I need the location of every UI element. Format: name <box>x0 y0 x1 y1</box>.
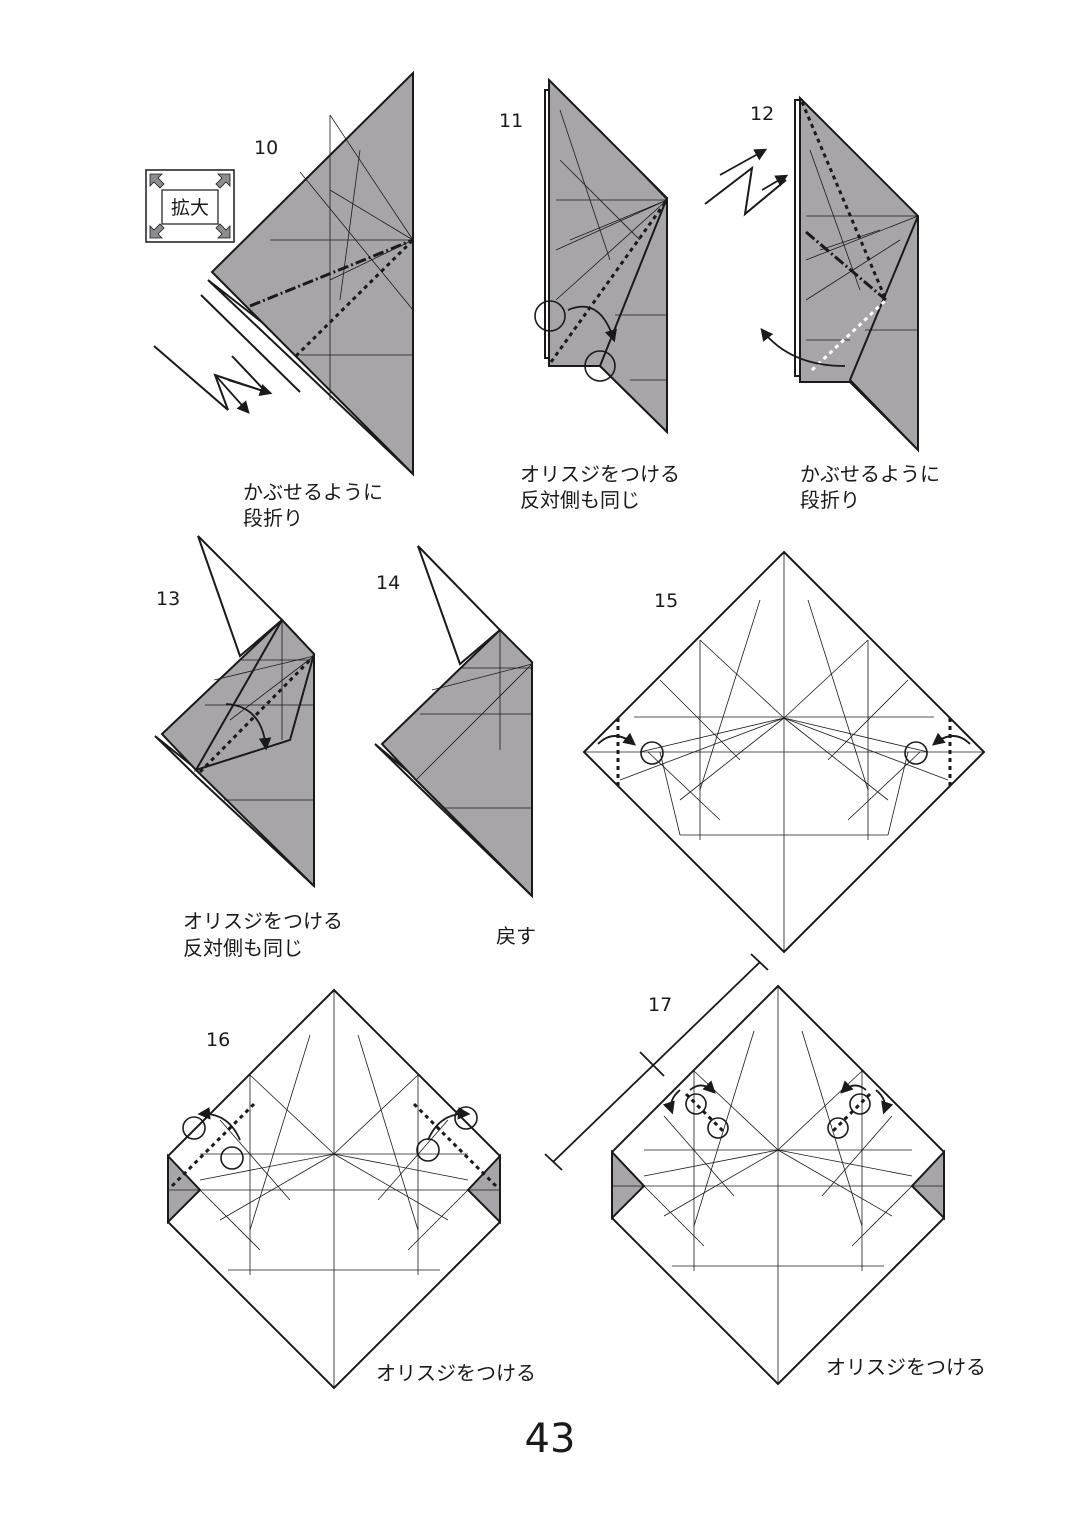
reference-point-circle <box>584 350 616 382</box>
valley-fold-line-right <box>412 1102 498 1188</box>
valley-fold-line-left <box>170 1102 256 1188</box>
caption-line-1: オリスジをつける <box>826 1355 986 1379</box>
reference-point-circle <box>416 1138 440 1162</box>
step-number: 11 <box>499 110 523 132</box>
step-16: 16 オリ <box>167 988 536 1390</box>
step-14: 14 戻す <box>374 545 536 948</box>
step-number: 15 <box>654 590 678 612</box>
step-number: 10 <box>254 137 278 159</box>
mountain-fold-line <box>805 230 887 302</box>
caption-line-1: オリスジをつける <box>183 909 343 933</box>
step-15: 15 <box>582 550 986 954</box>
page-number: 43 <box>525 1416 576 1462</box>
step-number: 16 <box>206 1029 230 1051</box>
caption-line-2: 反対側も同じ <box>520 488 640 512</box>
valley-fold-line-hidden <box>810 298 888 372</box>
caption-line-1: かぶせるように <box>243 480 383 504</box>
valley-fold-line-right <box>828 1092 872 1136</box>
valley-fold-line <box>198 654 316 774</box>
reference-point-circle <box>904 741 928 765</box>
step-number: 17 <box>648 994 672 1016</box>
folded-paper <box>380 628 533 899</box>
reference-point-circle <box>707 1117 729 1139</box>
reference-point-circle <box>182 1116 206 1140</box>
step-number: 14 <box>376 572 400 594</box>
reference-point-circle <box>849 1093 871 1115</box>
pleat-arrow-icon <box>153 345 267 411</box>
caption-line-1: オリスジをつける <box>520 462 680 486</box>
step-11: 11 オリスジをつける 反対側も同じ <box>499 77 680 512</box>
enlarge-arrows-icon <box>149 173 231 239</box>
reference-point-circle <box>685 1093 707 1115</box>
caption-line-2: 反対側も同じ <box>183 936 303 960</box>
valley-fold-line <box>549 199 669 363</box>
step-10: 拡大 10 かぶせるように 段折り <box>145 70 415 530</box>
caption-line-1: 戻す <box>496 924 536 948</box>
reference-point-circle <box>454 1106 478 1130</box>
step-13: 13 オリスジをつける 反対側も同じ <box>154 535 343 960</box>
caption-line-1: かぶせるように <box>800 462 940 486</box>
measurement-bracket <box>544 953 769 1171</box>
reference-point-circle <box>220 1146 244 1170</box>
valley-fold-line <box>800 101 888 301</box>
step-17: 17 <box>544 953 986 1386</box>
reference-point-circle <box>534 300 566 332</box>
caption-line-2: 段折り <box>243 506 303 530</box>
step-number: 12 <box>750 103 774 125</box>
caption-line-2: 段折り <box>800 488 860 512</box>
step-12: 12 かぶせるように 段折り <box>704 95 940 512</box>
valley-fold-line <box>294 238 415 358</box>
pleat-arrow-icon <box>704 165 787 217</box>
mountain-fold-line <box>249 238 414 308</box>
caption-line-1: オリスジをつける <box>376 1361 536 1385</box>
valley-fold-line-left <box>684 1092 728 1136</box>
zoom-badge-label: 拡大 <box>171 197 209 219</box>
step-number: 13 <box>156 588 180 610</box>
reference-point-circle <box>640 741 664 765</box>
reference-point-circle <box>827 1117 849 1139</box>
zoom-badge: 拡大 <box>145 169 235 243</box>
